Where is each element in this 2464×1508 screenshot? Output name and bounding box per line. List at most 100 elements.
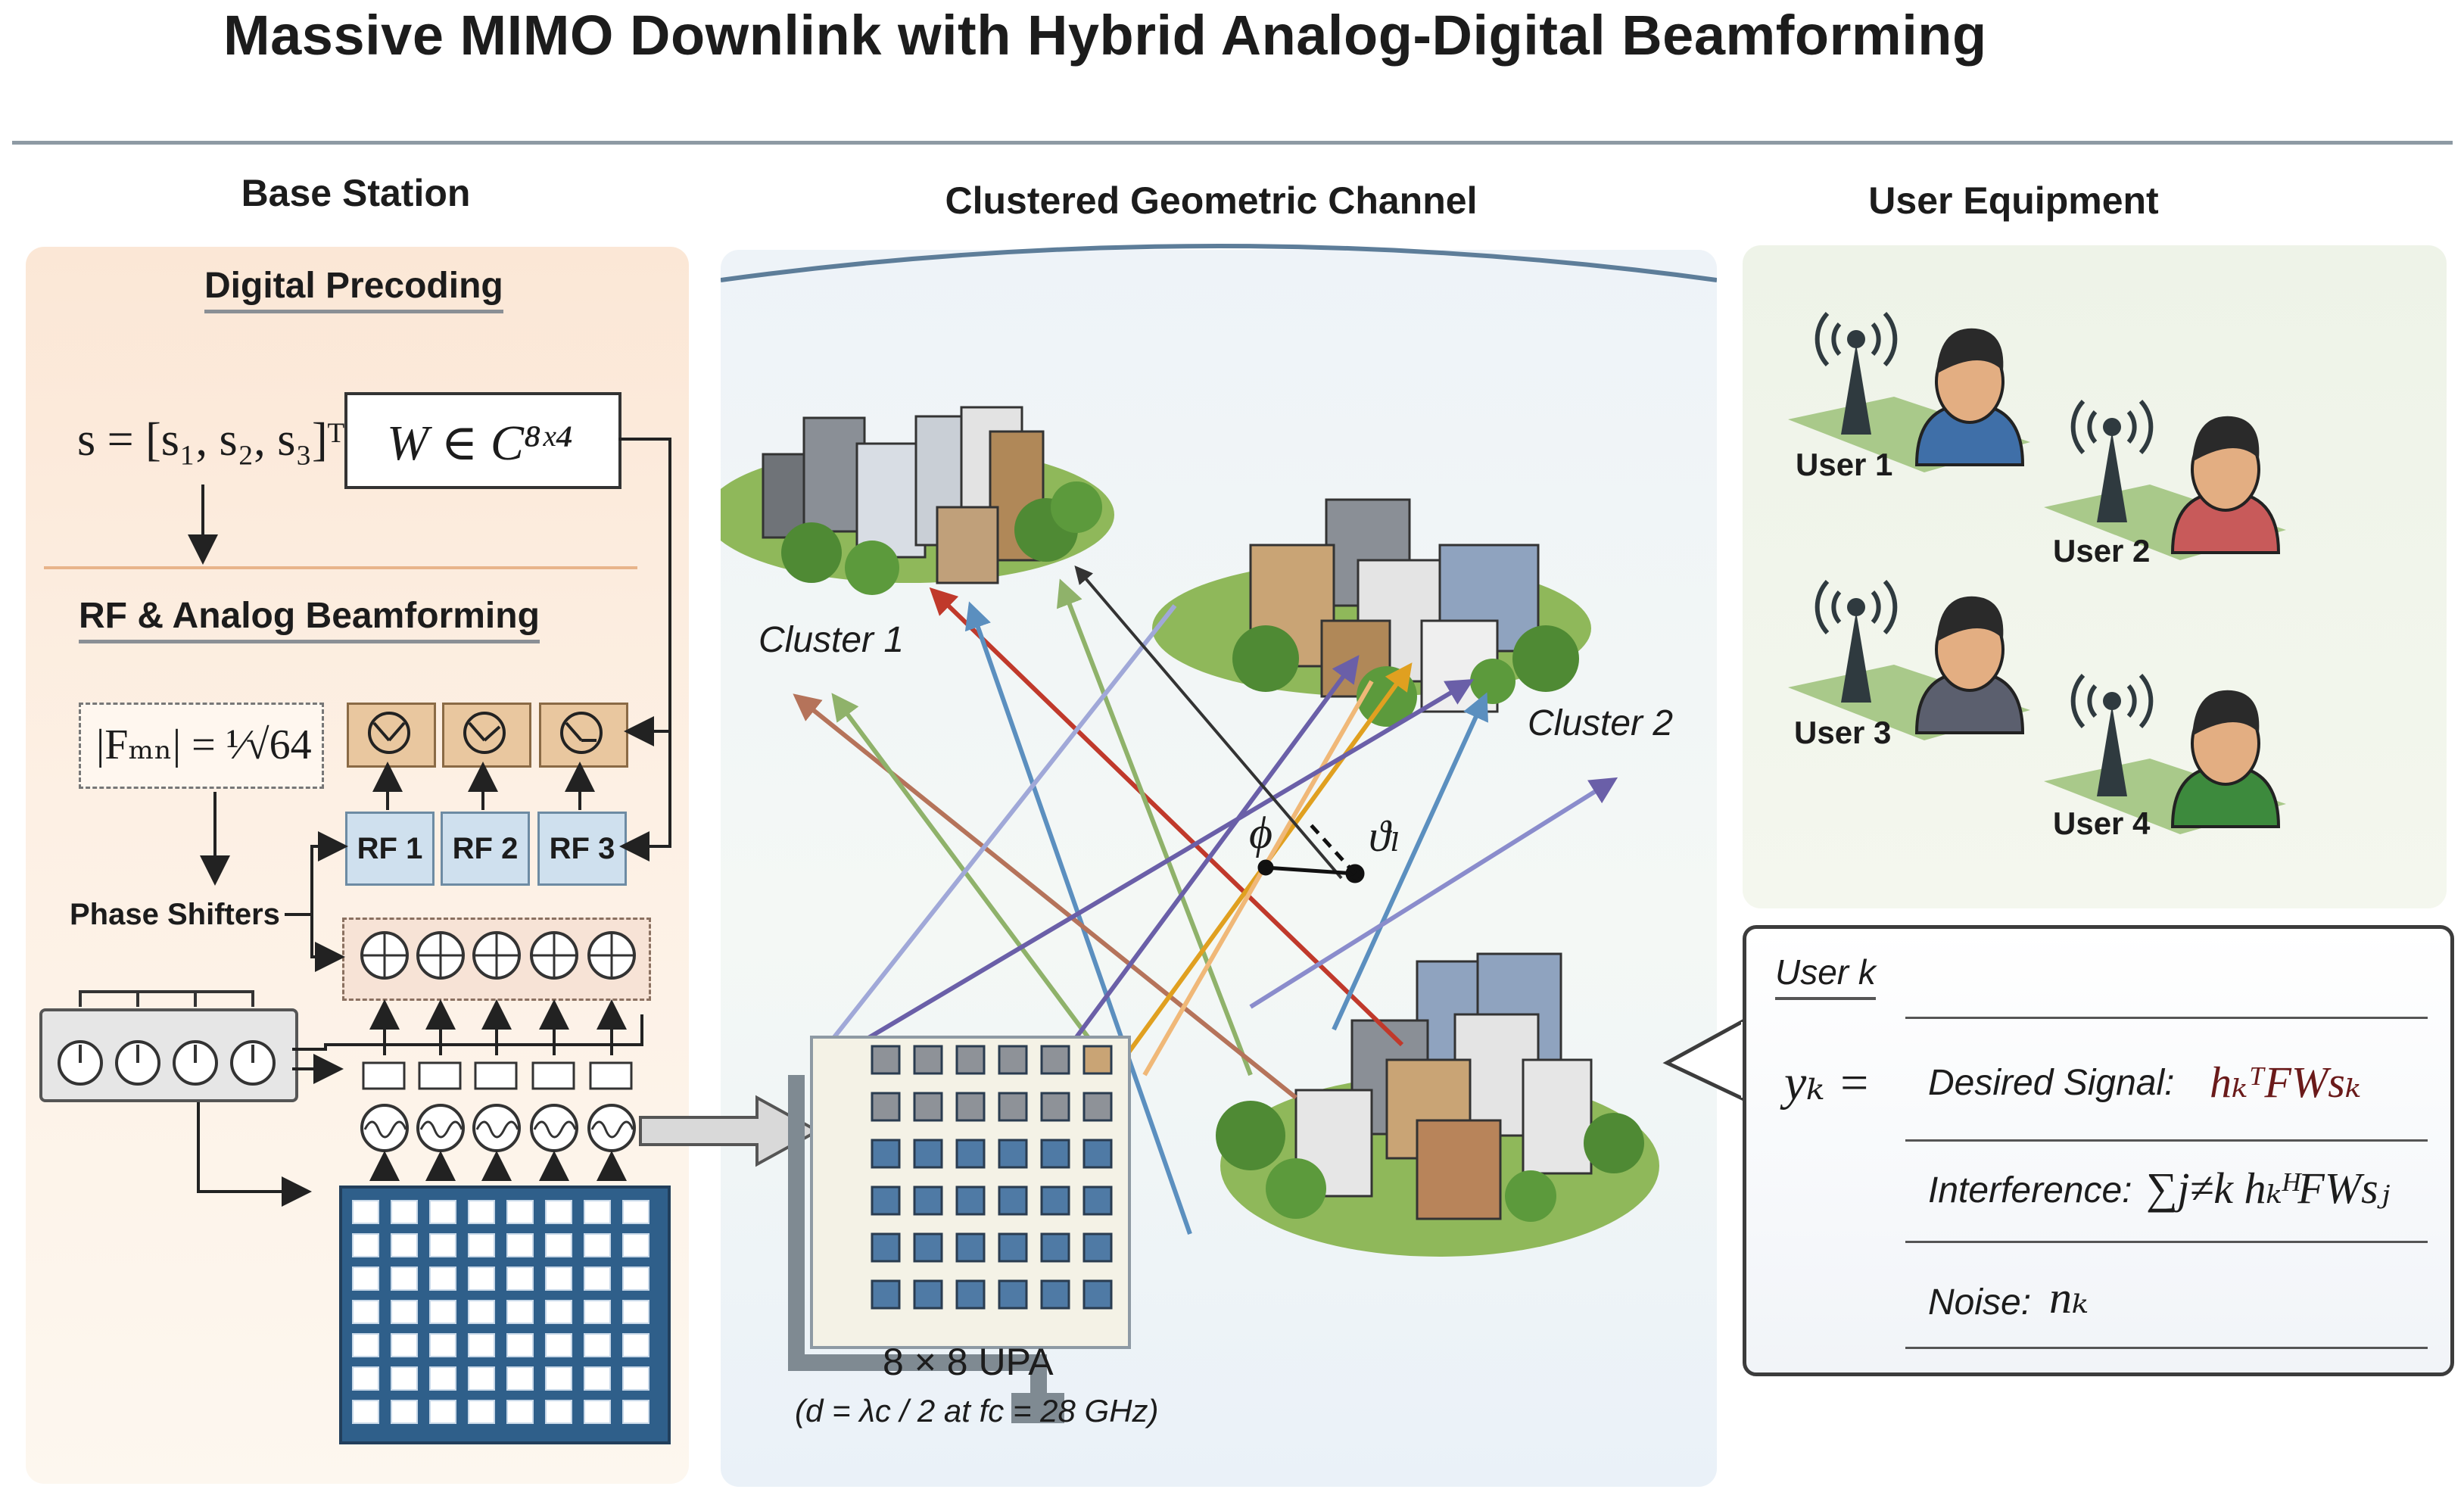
upa-antenna-element <box>913 1139 943 1169</box>
upa-antenna-element <box>913 1279 943 1310</box>
bs-antenna-element <box>352 1233 379 1257</box>
bs-antenna-element <box>506 1233 534 1257</box>
bs-antenna-element <box>622 1300 649 1324</box>
noise-expr: nₖ <box>2049 1273 2089 1323</box>
cluster-2-label: Cluster 2 <box>1528 703 1674 743</box>
upa-antenna-element <box>998 1232 1028 1263</box>
bs-antenna-element <box>584 1400 611 1424</box>
bs-antenna-element <box>468 1333 495 1357</box>
desired-signal-expr: hₖᵀFWsₖ <box>2210 1058 2362 1107</box>
section-header-channel: Clustered Geometric Channel <box>945 179 1478 222</box>
upa-antenna-element <box>1040 1092 1070 1122</box>
bs-antenna-element <box>584 1300 611 1324</box>
mixer-icons <box>368 712 603 754</box>
eq-rule-2 <box>1905 1139 2428 1142</box>
cluster-1-city <box>721 406 1114 595</box>
upa-antenna-element <box>998 1045 1028 1075</box>
bs-antenna-element <box>391 1267 418 1291</box>
bs-antenna-element <box>545 1400 572 1424</box>
upa-antenna-element <box>998 1092 1028 1122</box>
upa-antenna-element <box>955 1186 986 1216</box>
upa-antenna-element <box>998 1139 1028 1169</box>
upa-antenna-element <box>871 1232 901 1263</box>
bs-antenna-element <box>506 1300 534 1324</box>
user-k-equation-box: User k yₖ = Desired Signal: hₖᵀFWsₖ Inte… <box>1743 925 2454 1376</box>
title-divider <box>12 141 2453 145</box>
upa-antenna-element <box>1040 1139 1070 1169</box>
user-3-icon <box>1788 579 2030 740</box>
bs-antenna-element <box>545 1200 572 1224</box>
upa-antenna-element <box>871 1186 901 1216</box>
upa-antenna-element <box>1040 1232 1070 1263</box>
bs-antenna-element <box>429 1200 456 1224</box>
eq-rule-3 <box>1905 1241 2428 1243</box>
bs-antenna-element <box>352 1366 379 1391</box>
bs-antenna-element <box>429 1267 456 1291</box>
bs-antenna-element <box>584 1267 611 1291</box>
upa-antenna-element <box>1082 1232 1113 1263</box>
upa-antenna-element <box>871 1279 901 1310</box>
bs-antenna-element <box>391 1333 418 1357</box>
bs-antenna-element <box>622 1267 649 1291</box>
upa-antenna-element <box>1040 1279 1070 1310</box>
bs-antenna-element <box>352 1333 379 1357</box>
bs-antenna-element <box>584 1366 611 1391</box>
upa-array <box>788 1036 1131 1423</box>
upa-antenna-element <box>913 1232 943 1263</box>
interference-expr: ∑j≠k hₖᴴFWsⱼ <box>2146 1164 2391 1213</box>
interference-label: Interference: <box>1928 1170 2132 1210</box>
upa-antenna-element <box>1082 1045 1113 1075</box>
upa-antenna-element <box>1082 1092 1113 1122</box>
bs-antenna-element <box>429 1333 456 1357</box>
bs-antenna-element <box>506 1333 534 1357</box>
upa-antenna-element <box>913 1092 943 1122</box>
bs-antenna-element <box>468 1267 495 1291</box>
bs-antenna-element <box>622 1233 649 1257</box>
page-title: Massive MIMO Downlink with Hybrid Analog… <box>223 4 1987 67</box>
user-2-label: User 2 <box>2053 533 2151 569</box>
upa-spec: (d = λc / 2 at fc = 28 GHz) <box>795 1393 1159 1429</box>
upa-antenna-element <box>1082 1139 1113 1169</box>
upa-antenna-element <box>955 1279 986 1310</box>
bs-antenna-element <box>506 1267 534 1291</box>
bs-antenna-element <box>584 1200 611 1224</box>
angle-markers <box>1257 824 1365 883</box>
base-station-graphics <box>58 438 671 1424</box>
desired-signal-label: Desired Signal: <box>1928 1063 2175 1103</box>
cluster-2-city <box>1152 498 1591 727</box>
bs-antenna-element <box>429 1366 456 1391</box>
upa-antenna-element <box>1082 1279 1113 1310</box>
bs-antenna-element <box>391 1400 418 1424</box>
bs-antenna-element <box>622 1366 649 1391</box>
upa-antenna-element <box>1040 1045 1070 1075</box>
constraint-box: |Fₘₙ| = ¹⁄√64 <box>79 703 324 789</box>
bs-antenna-element <box>584 1333 611 1357</box>
upa-label: 8 × 8 UPA <box>883 1341 1054 1383</box>
bs-antenna-element <box>506 1366 534 1391</box>
angle-theta-label: ϑₗ <box>1369 812 1401 861</box>
upa-antenna-element <box>913 1186 943 1216</box>
rf-analog-heading: RF & Analog Beamforming <box>79 595 540 643</box>
bs-antenna-element <box>584 1233 611 1257</box>
bs-antenna-element <box>468 1233 495 1257</box>
upa-antenna-element <box>871 1092 901 1122</box>
bs-antenna-element <box>545 1267 572 1291</box>
bs-antenna-element <box>391 1233 418 1257</box>
upa-antenna-element <box>955 1139 986 1169</box>
yk-lhs: yₖ = <box>1784 1055 1871 1111</box>
channel-arc <box>721 244 1717 282</box>
upa-antenna-element <box>871 1139 901 1169</box>
ray-paths <box>793 565 1618 1235</box>
upa-antenna-element <box>955 1045 986 1075</box>
bs-antenna-element <box>352 1200 379 1224</box>
bs-antenna-element <box>391 1300 418 1324</box>
bs-antenna-element <box>506 1400 534 1424</box>
bs-antenna-element <box>622 1200 649 1224</box>
user-k-title: User k <box>1775 952 1876 1000</box>
bs-antenna-element <box>545 1233 572 1257</box>
user-1-icon <box>1788 311 2030 472</box>
user-3-label: User 3 <box>1794 715 1892 750</box>
upa-antenna-element <box>1082 1186 1113 1216</box>
users-graphics <box>1788 311 2286 834</box>
channel-graphics <box>721 244 1717 1423</box>
